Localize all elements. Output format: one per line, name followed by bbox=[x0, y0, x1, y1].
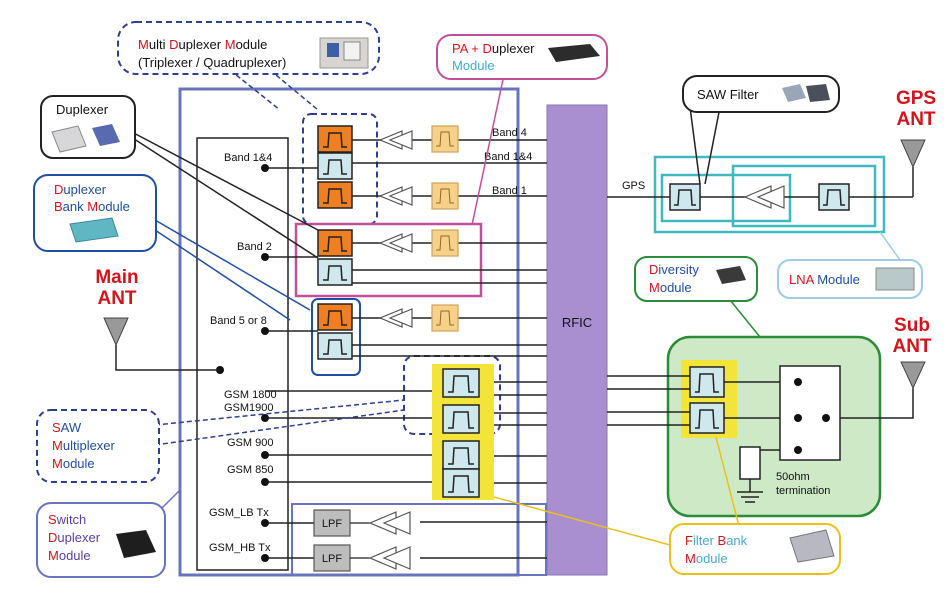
label-gsm1800: GSM 1800 bbox=[224, 389, 277, 401]
main-ant-label-2: ANT bbox=[97, 288, 136, 309]
gps-ant-label-1: GPS bbox=[896, 88, 936, 109]
switch-port-lines bbox=[265, 167, 443, 559]
callout-filter-bank-line2: Module bbox=[685, 551, 728, 566]
gsm-tx-module-frame bbox=[291, 503, 547, 576]
callout-saw-multiplexer-line2: Multiplexer bbox=[52, 438, 116, 453]
rfic-block bbox=[546, 104, 608, 576]
pa-duplexer-module-frame bbox=[294, 222, 483, 298]
pa-amplifiers bbox=[378, 130, 413, 328]
gps-antenna-symbol bbox=[900, 139, 926, 197]
callout-switch-duplexer-line2: Duplexer bbox=[48, 530, 101, 545]
termination-label-1: 50ohm bbox=[776, 471, 810, 483]
diversity-switch bbox=[779, 365, 841, 461]
multi-duplexer-chip-image bbox=[319, 37, 369, 69]
callout-pa-duplexer bbox=[436, 34, 608, 80]
rfic-label: RFIC bbox=[562, 315, 592, 330]
lpf-amplifiers bbox=[350, 511, 411, 570]
diversity-filter-2-symbol bbox=[695, 409, 719, 429]
gps-saw-symbol bbox=[674, 189, 696, 206]
callout-duplexer-bank-line1: Duplexer bbox=[54, 182, 107, 197]
callout-multi-duplexer-line1: Multi Duplexer Module bbox=[138, 37, 267, 52]
sub-ant-label-1: Sub bbox=[894, 315, 930, 336]
callout-pa-duplexer-line2: Module bbox=[452, 58, 495, 73]
callout-filter-bank-line1: Filter Bank bbox=[685, 533, 748, 548]
lpf-label-2: LPF bbox=[322, 553, 342, 565]
callout-diversity bbox=[634, 256, 758, 302]
label-band1: Band 1 bbox=[492, 185, 527, 197]
gps-ant-label-2: ANT bbox=[896, 109, 935, 130]
diversity-filter-1-symbol bbox=[695, 373, 719, 393]
pa-duplexer-chip-image bbox=[548, 44, 600, 62]
callout-duplexer-bank-line2: Bank Module bbox=[54, 199, 130, 214]
label-gsm850: GSM 850 bbox=[227, 464, 273, 476]
callout-saw-filter-label: SAW Filter bbox=[697, 87, 759, 102]
callout-switch-duplexer bbox=[36, 502, 166, 578]
main-antenna-symbol bbox=[103, 317, 220, 371]
callout-multi-duplexer-line2: (Triplexer / Quadruplexer) bbox=[138, 55, 286, 70]
lpf-label-1: LPF bbox=[322, 518, 342, 530]
antenna-switch bbox=[196, 137, 289, 571]
callout-switch-duplexer-line1: Switch bbox=[48, 512, 86, 527]
callout-switch-duplexer-line3: Module bbox=[48, 548, 91, 563]
lna-module-frame bbox=[653, 155, 886, 234]
saw-filter-chip-image bbox=[782, 84, 830, 102]
duplexer-bank-chip-image bbox=[69, 217, 119, 243]
label-gsm1900: GSM1900 bbox=[224, 402, 274, 414]
gsm-saw-filter-symbols bbox=[448, 375, 474, 493]
callout-pointers bbox=[127, 69, 901, 546]
switch-duplexer-chip-image bbox=[116, 530, 156, 558]
sub-antenna-symbol bbox=[900, 361, 926, 390]
label-band58: Band 5 or 8 bbox=[210, 315, 267, 327]
sub-ant-label-2: ANT bbox=[892, 336, 931, 357]
diversity-chip-image bbox=[716, 266, 746, 284]
label-gsm-hb-tx: GSM_HB Tx bbox=[209, 542, 271, 554]
duplexer-chip-image bbox=[51, 124, 120, 153]
gps-pre-filter bbox=[818, 183, 850, 211]
callout-duplexer-label: Duplexer bbox=[56, 102, 109, 117]
callout-multi-duplexer bbox=[117, 21, 380, 75]
pa-bandpass-filters bbox=[431, 125, 459, 332]
label-gsm-lb-tx: GSM_LB Tx bbox=[209, 507, 269, 519]
filter-bank-chip-image bbox=[789, 529, 835, 563]
gps-pre-filter-symbol bbox=[823, 189, 845, 206]
label-gps: GPS bbox=[622, 180, 645, 192]
pa-bandpass-symbols bbox=[436, 131, 454, 326]
callout-lna-label: LNA Module bbox=[789, 272, 860, 287]
callout-saw-multiplexer bbox=[36, 409, 160, 483]
lpf-blocks bbox=[313, 509, 351, 572]
label-band14-left: Band 1&4 bbox=[224, 152, 272, 164]
termination-label-2: termination bbox=[776, 485, 830, 497]
callout-diversity-line1: Diversity bbox=[649, 262, 699, 277]
diversity-switch-dots bbox=[794, 378, 830, 454]
lna-chip-image bbox=[875, 267, 915, 291]
label-band14-right: Band 1&4 bbox=[484, 151, 532, 163]
callout-saw-multiplexer-line1: SAW bbox=[52, 420, 82, 435]
callout-duplexer-bank bbox=[33, 174, 157, 252]
main-ant-label-1: Main bbox=[95, 267, 138, 288]
gps-lna-amp bbox=[743, 185, 785, 209]
saw-inner-frame bbox=[660, 173, 792, 223]
switch-port-dots bbox=[216, 164, 269, 562]
gsm-saw-filters bbox=[442, 368, 480, 498]
label-band2: Band 2 bbox=[237, 241, 272, 253]
lna-inner-frame bbox=[731, 164, 877, 228]
termination-resistor bbox=[737, 446, 763, 503]
gps-saw-filter bbox=[669, 183, 701, 211]
callout-diversity-line2: Module bbox=[649, 280, 692, 295]
label-band4: Band 4 bbox=[492, 127, 527, 139]
duplexer-filter-symbols bbox=[323, 132, 347, 355]
duplexer-filters bbox=[317, 125, 353, 360]
duplexer-bank-module-frame bbox=[311, 298, 361, 376]
callout-pa-duplexer-line1: PA + Duplexer bbox=[452, 41, 535, 56]
label-gsm900: GSM 900 bbox=[227, 437, 273, 449]
callout-saw-multiplexer-line3: Module bbox=[52, 456, 95, 471]
